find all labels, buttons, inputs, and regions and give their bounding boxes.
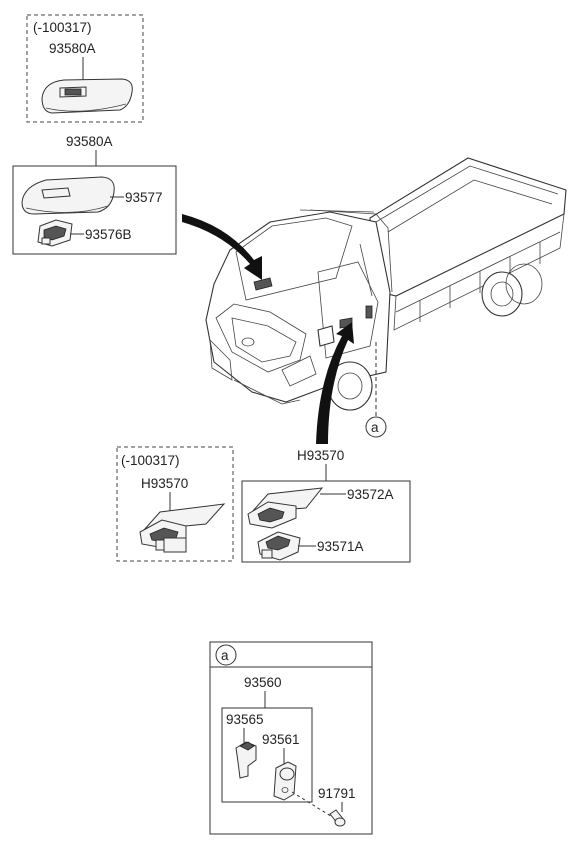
- door-switch-part: [235, 741, 257, 779]
- part-label-93565: 93565: [226, 712, 264, 727]
- switch-unit-part-mid: [257, 531, 301, 561]
- arrow-to-cab: [182, 214, 262, 280]
- switch-assembly-variant: [139, 503, 226, 553]
- part-label-93580a-variant: 93580A: [49, 41, 96, 56]
- part-label-h93570-variant: H93570: [141, 476, 188, 491]
- assembly-label-93580a: 93580A: [66, 134, 113, 149]
- variant-box-top: (-100317) 93580A: [26, 14, 144, 123]
- part-label-93561: 93561: [262, 732, 300, 747]
- marker-a-truck: a: [365, 416, 387, 438]
- assembly-label-93560: 93560: [244, 675, 282, 690]
- assembly-label-h93570: H93570: [297, 448, 344, 463]
- part-label-93572a: 93572A: [347, 487, 394, 502]
- switch-cover-part: [21, 176, 115, 215]
- switch-unit-part: [37, 219, 73, 247]
- screw-part: [329, 809, 346, 827]
- assembly-h93570: H93570 93572A 93571A: [241, 448, 411, 563]
- svg-text:a: a: [371, 420, 379, 435]
- part-label-93571a: 93571A: [317, 539, 364, 554]
- master-switch-part-variant: [41, 78, 133, 114]
- variant-note-top: (-100317): [33, 20, 92, 35]
- svg-text:a: a: [221, 648, 229, 663]
- detail-a-panel: a 93560 93565 93561 91791: [209, 641, 373, 835]
- variant-box-mid: (-100317) H93570: [116, 446, 234, 562]
- arrow-to-door: [316, 322, 354, 444]
- part-label-93576b: 93576B: [85, 227, 132, 242]
- switch-bracket-part: [273, 761, 297, 801]
- variant-note-mid: (-100317): [121, 453, 180, 468]
- part-label-91791: 91791: [318, 786, 356, 801]
- part-label-93577: 93577: [125, 190, 163, 205]
- switch-panel-part: [247, 487, 324, 529]
- marker-a-detail: a: [215, 644, 237, 666]
- truck-illustration: [205, 157, 567, 411]
- assembly-93580a: 93580A 93577 93576B: [12, 134, 177, 255]
